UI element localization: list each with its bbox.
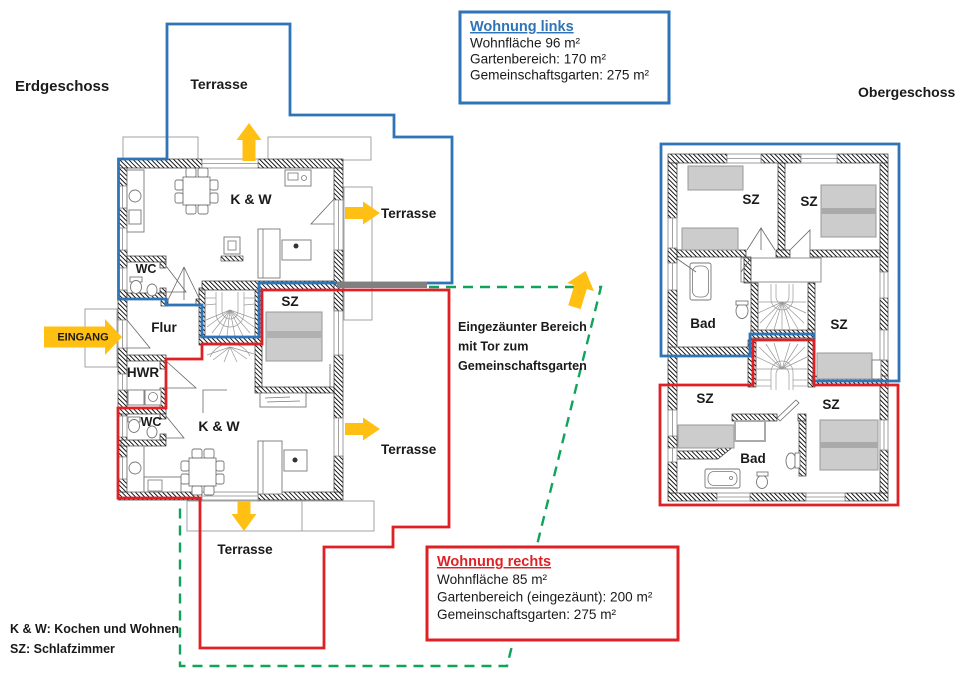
svg-text:Wohnung rechts: Wohnung rechts [437,554,551,570]
svg-text:WC: WC [141,415,162,429]
svg-text:Flur: Flur [151,320,177,335]
svg-text:Bad: Bad [690,316,716,331]
svg-text:Terrasse: Terrasse [217,542,273,557]
svg-text:Eingezäunter Bereich: Eingezäunter Bereich [458,320,587,334]
svg-text:Wohnfläche 85 m²: Wohnfläche 85 m² [437,572,548,587]
svg-text:Gemeinschaftsgarten: 275 m²: Gemeinschaftsgarten: 275 m² [470,68,650,83]
svg-text:SZ: SZ [800,194,817,209]
svg-text:SZ: SZ [742,192,759,207]
svg-text:K & W: Kochen und Wohnen: K & W: Kochen und Wohnen [10,622,179,636]
svg-text:Obergeschoss: Obergeschoss [858,84,955,100]
svg-text:Gartenbereich: 170 m²: Gartenbereich: 170 m² [470,52,606,67]
svg-text:EINGANG: EINGANG [57,332,108,344]
svg-text:K & W: K & W [198,418,240,434]
svg-text:SZ: SZ [696,391,713,406]
svg-text:Terrasse: Terrasse [381,206,437,221]
svg-text:Wohnung links: Wohnung links [470,19,574,35]
svg-text:SZ: SZ [281,294,298,309]
svg-text:Bad: Bad [740,451,766,466]
svg-text:Erdgeschoss: Erdgeschoss [15,78,109,95]
svg-text:Wohnfläche 96 m²: Wohnfläche 96 m² [470,36,581,51]
svg-text:SZ: SZ [822,397,839,412]
svg-text:WC: WC [136,262,157,276]
svg-text:Gartenbereich (eingezäunt): 20: Gartenbereich (eingezäunt): 200 m² [437,590,653,605]
svg-text:mit Tor zum: mit Tor zum [458,340,528,354]
svg-text:Gemeinschaftsgarten: Gemeinschaftsgarten [458,359,587,373]
svg-text:SZ: Schlafzimmer: SZ: Schlafzimmer [10,642,115,656]
svg-text:K & W: K & W [230,191,272,207]
svg-text:Terrasse: Terrasse [381,442,437,457]
svg-text:HWR: HWR [127,365,159,380]
svg-text:Terrasse: Terrasse [190,76,248,92]
svg-text:SZ: SZ [830,317,847,332]
svg-text:Gemeinschaftsgarten: 275 m²: Gemeinschaftsgarten: 275 m² [437,607,617,622]
